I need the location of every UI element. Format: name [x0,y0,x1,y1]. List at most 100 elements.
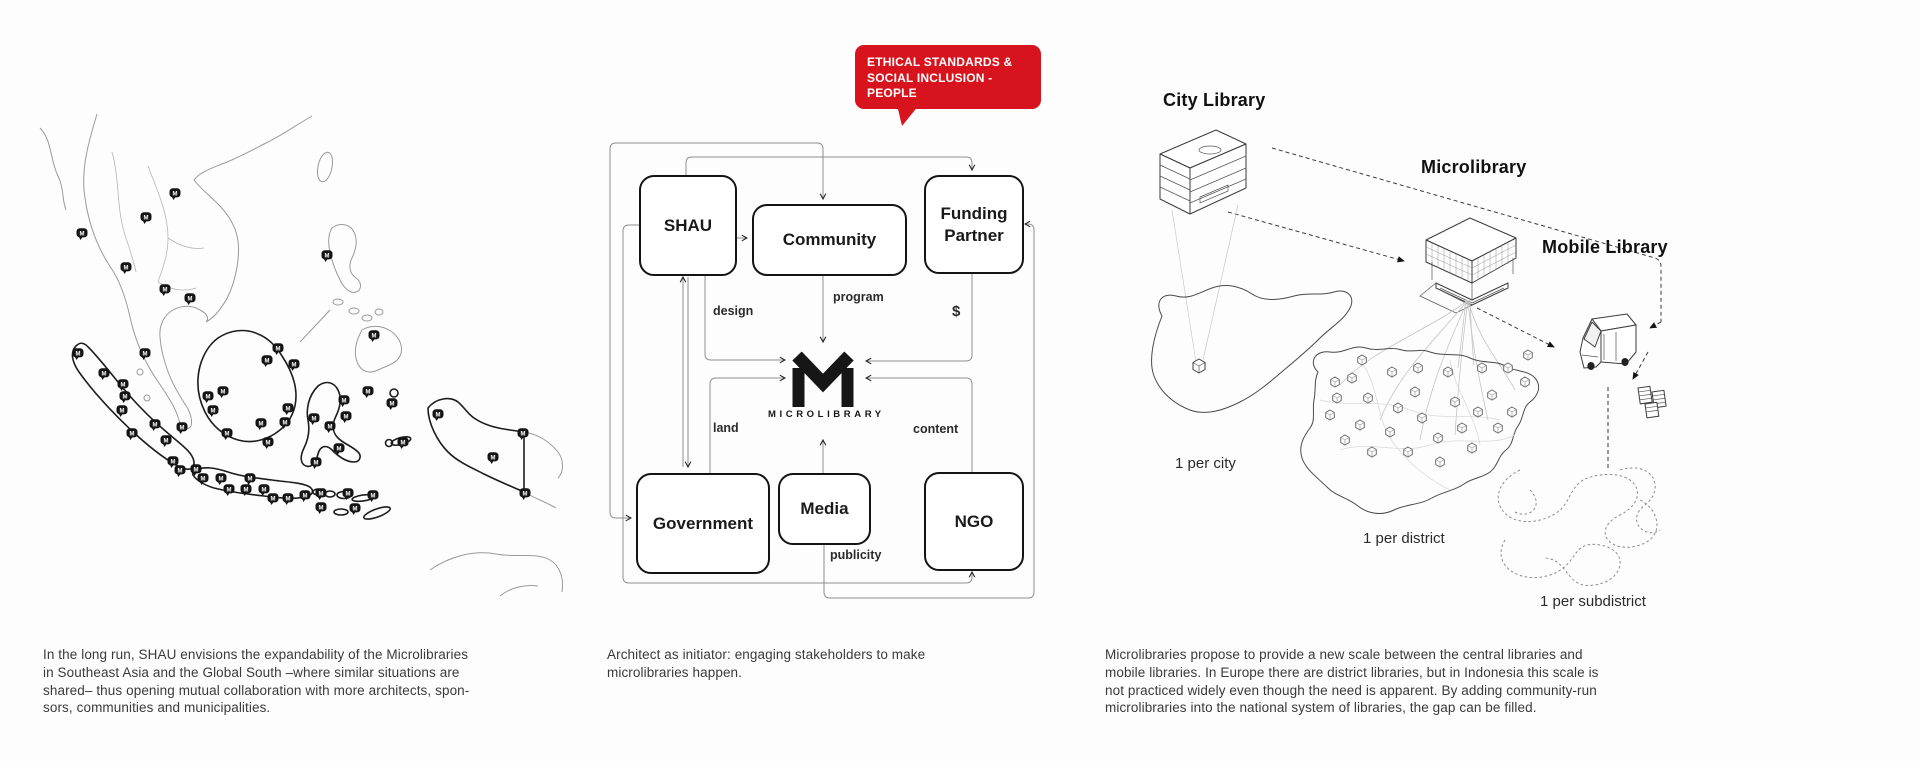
map-marker: M [149,419,161,431]
district-markers-layer [1325,349,1533,468]
district-library-marker [1413,362,1423,374]
svg-text:M: M [144,215,149,221]
map-marker: M [240,484,252,496]
map-marker: M [517,428,529,440]
map-marker: M [190,464,202,476]
map-marker: M [244,473,256,485]
map-marker: M [367,490,379,502]
map-marker: M [299,490,311,502]
svg-text:M: M [491,455,496,461]
map-marker: M [432,409,444,421]
edge-label-land: land [713,421,739,435]
map-marker: M [176,422,188,434]
map-marker: M [262,437,274,449]
svg-text:M: M [390,401,395,407]
microlibrary-wordmark: MICROLIBRARY [768,409,885,420]
svg-text:M: M [227,487,232,493]
district-library-marker [1520,376,1530,388]
ethics-speech-bubble: ETHICAL STANDARDS & SOCIAL INCLUSION - P… [855,45,1041,109]
map-marker: M [321,250,333,262]
map-marker: M [139,348,151,360]
svg-text:M: M [259,421,264,427]
svg-text:M: M [283,420,288,426]
map-marker: M [117,379,129,391]
svg-text:M: M [271,496,276,502]
svg-text:M: M [124,265,129,271]
node-shau: SHAU [639,175,737,276]
map-marker: M [184,293,196,305]
map-marker: M [221,428,233,440]
district-library-marker [1347,372,1357,384]
city-library-marker [1192,358,1206,374]
node-media: Media [778,473,871,545]
svg-text:M: M [521,431,526,437]
svg-text:M: M [337,446,342,452]
map-marker: M [202,391,214,403]
map-marker: M [126,428,138,440]
title-microlibrary: Microlibrary [1421,157,1527,177]
district-library-marker [1357,354,1367,366]
svg-text:M: M [248,476,253,482]
edge-label-publicity: publicity [830,548,882,562]
book-trolleys [1637,385,1667,419]
svg-text:M: M [143,351,148,357]
map-marker: M [223,484,235,496]
district-library-marker [1385,426,1395,438]
district-library-marker [1367,446,1377,458]
district-library-marker [1507,406,1517,418]
map-marker: M [167,456,179,468]
map-marker: M [362,386,374,398]
svg-text:M: M [244,487,249,493]
district-library-marker [1340,434,1350,446]
svg-text:M: M [523,491,528,497]
map-marker: M [397,437,409,449]
svg-text:M: M [353,506,358,512]
map-marker: M [519,488,531,500]
district-library-marker [1467,442,1477,454]
svg-text:M: M [325,253,330,259]
district-library-marker [1417,412,1427,424]
map-marker: M [282,403,294,415]
svg-text:M: M [120,408,125,414]
left-caption: In the long run, SHAU envisions the expa… [43,647,470,716]
stakeholder-diagram-lines [609,142,1035,599]
edge-label-design: design [713,304,754,318]
edge-label-content: content [913,422,959,436]
right-caption: Microlibraries propose to provide a new … [1105,647,1599,716]
edge-label-money: $ [952,303,961,320]
svg-text:M: M [76,351,81,357]
district-library-marker [1355,419,1365,431]
svg-text:M: M [173,191,178,197]
map-marker: M [342,488,354,500]
svg-text:M: M [221,389,226,395]
district-library-marker [1503,362,1513,374]
svg-text:M: M [211,408,216,414]
map-marker: M [197,473,209,485]
microlibrary-building [1419,217,1517,314]
district-library-marker [1330,376,1340,388]
svg-text:M: M [164,438,169,444]
library-scales-illustration [1151,129,1667,587]
map-marker: M [215,473,227,485]
svg-text:M: M [262,487,267,493]
speech-bubble-tail [897,105,919,126]
map-marker: M [487,452,499,464]
node-community: Community [752,204,907,276]
map-marker: M [308,413,320,425]
svg-text:M: M [319,505,324,511]
svg-text:M: M [303,493,308,499]
svg-text:M: M [102,371,107,377]
map-marker: M [160,435,172,447]
svg-text:M: M [163,287,168,293]
district-library-marker [1403,446,1413,458]
svg-text:M: M [225,431,230,437]
svg-text:M: M [328,424,333,430]
map-marker: M [349,503,361,515]
svg-text:M: M [286,406,291,412]
district-library-marker [1433,432,1443,444]
middle-caption: Architect as initiator: engaging stakeho… [607,647,926,680]
district-library-marker [1325,409,1335,421]
svg-text:M: M [342,398,347,404]
svg-text:M: M [201,476,206,482]
